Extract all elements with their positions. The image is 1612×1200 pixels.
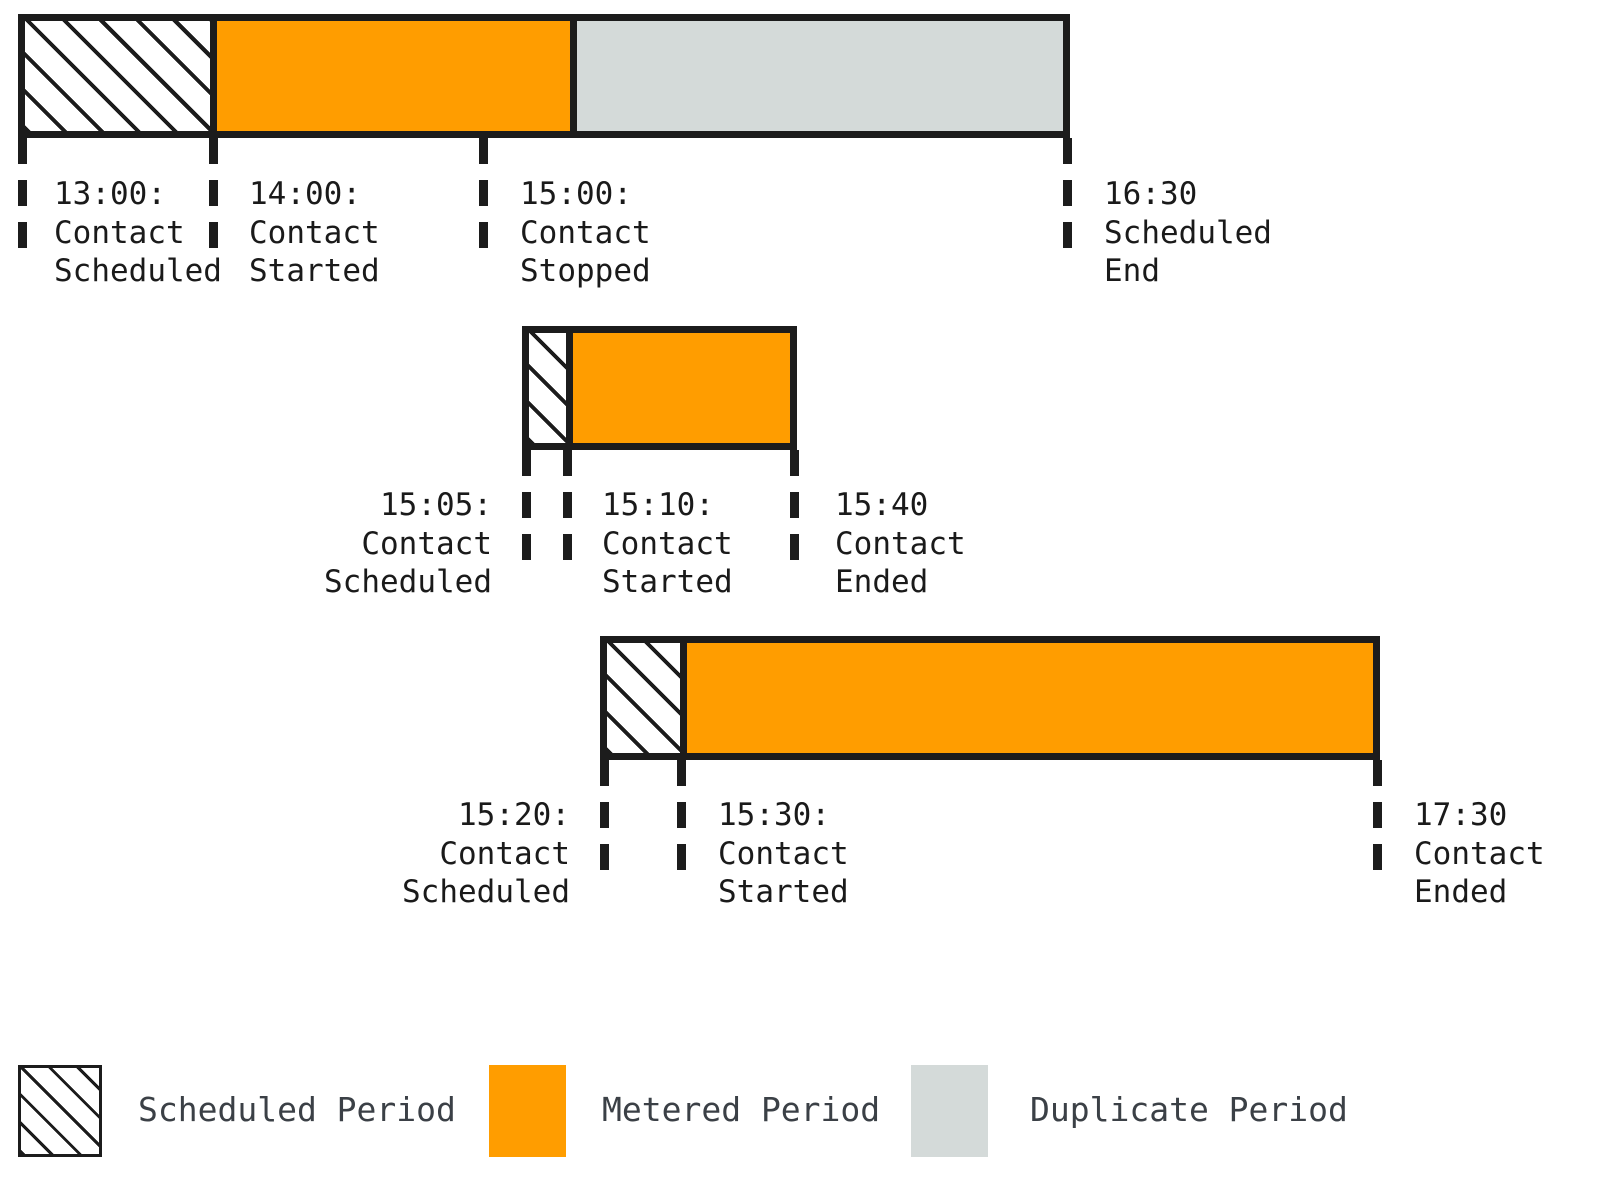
label-line-2: Started [249,253,380,289]
label-line-2: Scheduled [54,253,222,289]
label-line-1: Contact [835,525,966,562]
label-time: 15:30: [718,797,830,833]
timeline-bar-row-3 [600,636,1380,760]
legend-label-duplicate: Duplicate Period [1030,1090,1348,1129]
label-line-2: Scheduled [324,564,492,600]
label-line-2: Ended [1414,874,1508,910]
tick-row-1-marker-3 [479,138,488,250]
label-time: 13:00: [54,176,166,212]
legend-swatch-duplicate [911,1065,988,1157]
label-line-2: End [1104,253,1160,289]
tick-row-3-marker-1 [600,760,609,872]
legend-label-scheduled: Scheduled Period [138,1090,456,1129]
label-line-1: Contact [718,835,849,872]
segment-scheduled-row-1 [25,21,210,131]
segment-scheduled-row-2 [529,333,566,443]
label-line-1: Contact [602,525,733,562]
segment-metered-row-1 [210,21,570,131]
tick-row-1-marker-4 [1063,138,1072,250]
timeline-bar-row-2 [522,326,797,450]
timeline-bar-row-1 [18,14,1070,138]
label-line-1: Contact [361,525,492,562]
label-line-2: Started [718,874,849,910]
label-time: 17:30 [1414,797,1508,833]
tick-row-2-marker-2 [563,450,572,562]
segment-metered-row-3 [680,643,1373,753]
label-time: 14:00: [249,176,361,212]
legend: Scheduled Period Metered Period Duplicat… [0,1040,1612,1160]
label-line-2: Ended [835,564,929,600]
segment-duplicate-row-1 [570,21,1063,131]
segment-scheduled-row-3 [607,643,680,753]
label-time: 15:00: [520,176,632,212]
label-line-2: Scheduled [402,874,570,910]
tick-row-3-marker-2 [677,760,686,872]
label-time: 15:20: [458,797,570,833]
tick-row-2-marker-3 [790,450,799,562]
label-time: 16:30 [1104,176,1198,212]
label-time: 15:40 [835,487,929,523]
tick-row-1-marker-1 [18,138,27,250]
legend-swatch-scheduled [18,1065,102,1157]
legend-swatch-metered [489,1065,566,1157]
label-line-2: Started [602,564,733,600]
legend-label-metered: Metered Period [602,1090,881,1129]
label-line-1: Contact [1414,835,1545,872]
label-line-1: Contact [520,214,651,251]
label-line-1: Contact [439,835,570,872]
label-time: 15:10: [602,487,714,523]
label-line-1: Contact [249,214,380,251]
segment-metered-row-2 [566,333,790,443]
label-line-2: Stopped [520,253,651,289]
label-time: 15:05: [380,487,492,523]
tick-row-3-marker-3 [1373,760,1382,872]
label-line-1: Contact [54,214,185,251]
tick-row-1-marker-2 [209,138,218,250]
tick-row-2-marker-1 [522,450,531,562]
label-line-1: Scheduled [1104,214,1272,251]
